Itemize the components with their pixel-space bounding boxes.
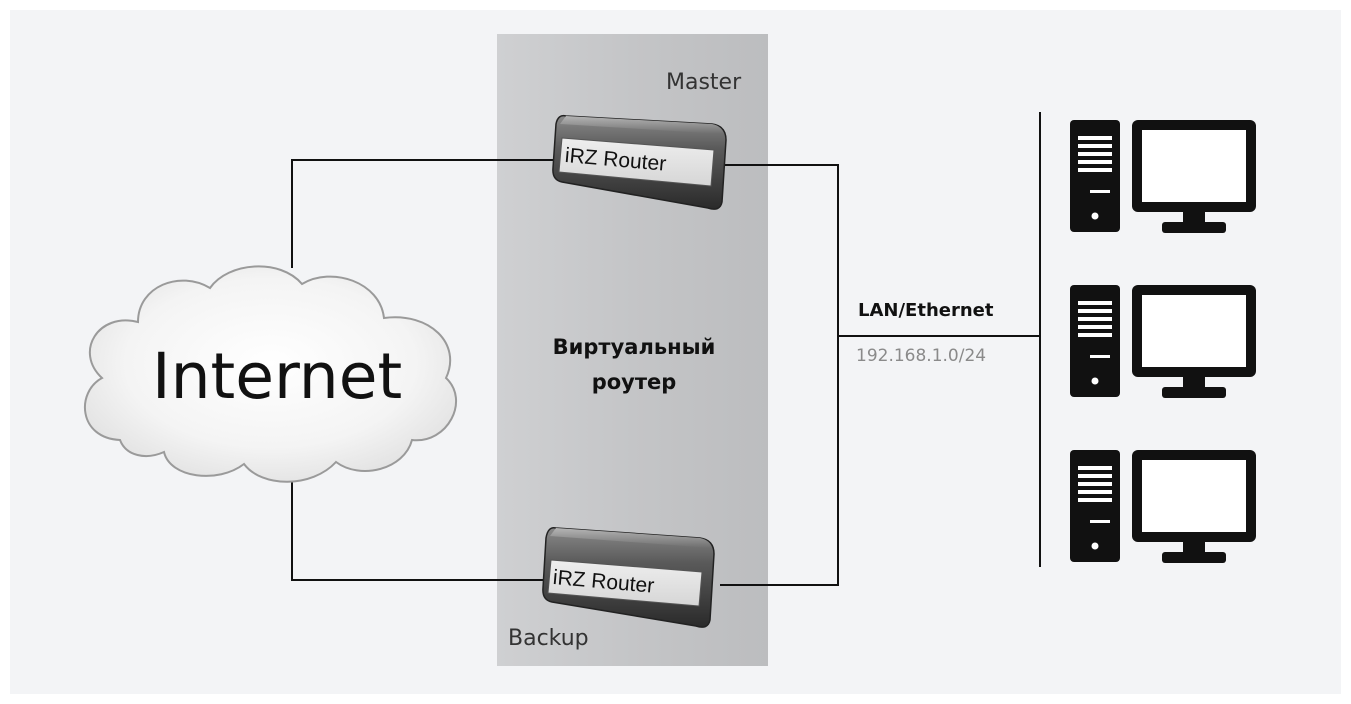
master-router-icon xyxy=(552,114,727,210)
workstation-2 xyxy=(1070,285,1256,398)
workstation-3 xyxy=(1070,450,1256,563)
master-label: Master xyxy=(666,70,742,95)
internet-cloud-icon xyxy=(84,265,458,483)
connection-lines xyxy=(291,112,1041,586)
virtual-router-label: Виртуальный роутер xyxy=(500,330,768,400)
monitor-icon xyxy=(1132,120,1256,233)
lan-label: LAN/Ethernet xyxy=(858,300,994,321)
internet-to-master-line xyxy=(291,159,560,268)
monitor-icon xyxy=(1132,285,1256,398)
tower-icon xyxy=(1070,450,1120,562)
backup-router-icon xyxy=(542,526,715,628)
virtual-router-label-line1: Виртуальный xyxy=(552,335,716,359)
internet-to-backup-line xyxy=(291,468,548,581)
tower-icon xyxy=(1070,285,1120,397)
virtual-router-label-line2: роутер xyxy=(591,370,677,394)
subnet-label: 192.168.1.0/24 xyxy=(856,346,987,366)
workstation-1 xyxy=(1070,120,1256,233)
internet-label: Internet xyxy=(152,340,403,413)
tower-icon xyxy=(1070,120,1120,232)
master-to-lan-line xyxy=(720,164,839,586)
monitor-icon xyxy=(1132,450,1256,563)
backup-label: Backup xyxy=(508,626,589,651)
